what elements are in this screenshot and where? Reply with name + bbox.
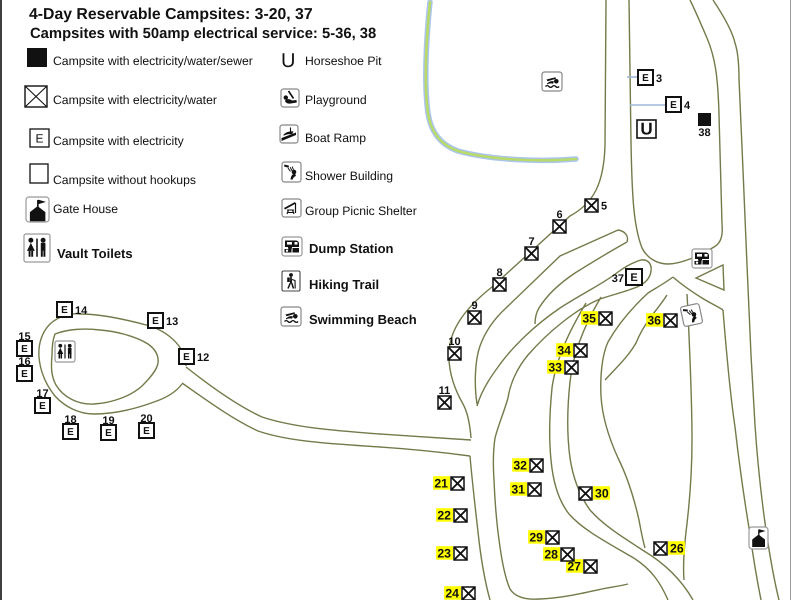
svg-text:29: 29 [529, 531, 543, 545]
svg-text:E: E [152, 316, 159, 327]
svg-text:4-Day Reservable Campsites: 3-: 4-Day Reservable Campsites: 3-20, 37 [29, 6, 313, 23]
svg-text:E: E [630, 272, 637, 284]
svg-text:U: U [281, 50, 295, 72]
svg-text:13: 13 [166, 316, 178, 328]
svg-text:Campsite without hookups: Campsite without hookups [53, 173, 196, 187]
svg-text:35: 35 [582, 312, 596, 326]
svg-text:Gate House: Gate House [53, 202, 118, 216]
svg-text:E: E [39, 401, 46, 412]
svg-text:9: 9 [471, 300, 477, 312]
svg-text:U: U [640, 120, 652, 139]
svg-text:30: 30 [595, 487, 609, 501]
svg-text:21: 21 [434, 477, 448, 491]
svg-text:Horseshoe Pit: Horseshoe Pit [305, 54, 382, 68]
svg-text:20: 20 [140, 413, 152, 425]
svg-text:26: 26 [670, 542, 684, 556]
svg-text:5: 5 [601, 201, 607, 213]
svg-text:16: 16 [18, 356, 30, 368]
svg-text:Playground: Playground [305, 93, 367, 107]
svg-text:Campsite with electricity/wate: Campsite with electricity/water [53, 93, 217, 107]
svg-text:Campsite with electricity: Campsite with electricity [53, 134, 185, 148]
svg-text:14: 14 [75, 305, 88, 317]
svg-text:E: E [143, 426, 150, 437]
svg-text:E: E [670, 100, 677, 111]
svg-text:E: E [21, 369, 28, 380]
svg-text:12: 12 [197, 352, 209, 364]
svg-text:Vault Toilets: Vault Toilets [57, 246, 133, 261]
svg-text:24: 24 [445, 587, 459, 600]
svg-text:E: E [21, 344, 28, 355]
svg-text:23: 23 [437, 547, 451, 561]
svg-text:8: 8 [496, 267, 502, 279]
svg-text:Campsite with electricity/wate: Campsite with electricity/water/sewer [53, 54, 253, 68]
svg-text:E: E [61, 305, 68, 316]
svg-text:E: E [105, 428, 112, 439]
svg-text:19: 19 [102, 415, 114, 427]
svg-text:10: 10 [448, 336, 460, 348]
svg-text:15: 15 [18, 331, 30, 343]
svg-text:17: 17 [36, 388, 48, 400]
svg-text:7: 7 [528, 236, 534, 248]
svg-text:E: E [35, 132, 43, 146]
svg-text:33: 33 [548, 361, 562, 375]
svg-text:37: 37 [612, 273, 624, 285]
svg-text:38: 38 [698, 127, 710, 139]
svg-text:27: 27 [567, 560, 581, 574]
svg-text:34: 34 [557, 344, 571, 358]
svg-text:E: E [642, 73, 649, 84]
svg-text:E: E [67, 427, 74, 438]
svg-text:Group Picnic Shelter: Group Picnic Shelter [305, 204, 417, 218]
svg-text:36: 36 [647, 314, 661, 328]
svg-text:Swimming Beach: Swimming Beach [309, 312, 417, 327]
svg-text:Dump Station: Dump Station [309, 241, 394, 256]
svg-text:Boat Ramp: Boat Ramp [305, 131, 366, 145]
svg-text:Campsites with 50amp electrica: Campsites with 50amp electrical service:… [30, 26, 376, 42]
svg-text:22: 22 [437, 509, 451, 523]
svg-text:18: 18 [64, 414, 76, 426]
svg-text:6: 6 [556, 209, 562, 221]
svg-text:28: 28 [544, 548, 558, 562]
svg-text:Hiking Trail: Hiking Trail [309, 277, 379, 292]
svg-text:11: 11 [439, 385, 451, 397]
svg-text:4: 4 [684, 100, 691, 112]
svg-text:3: 3 [656, 73, 662, 85]
svg-text:31: 31 [511, 483, 525, 497]
svg-text:32: 32 [513, 459, 527, 473]
svg-text:E: E [183, 352, 190, 363]
svg-text:Shower Building: Shower Building [305, 169, 393, 183]
